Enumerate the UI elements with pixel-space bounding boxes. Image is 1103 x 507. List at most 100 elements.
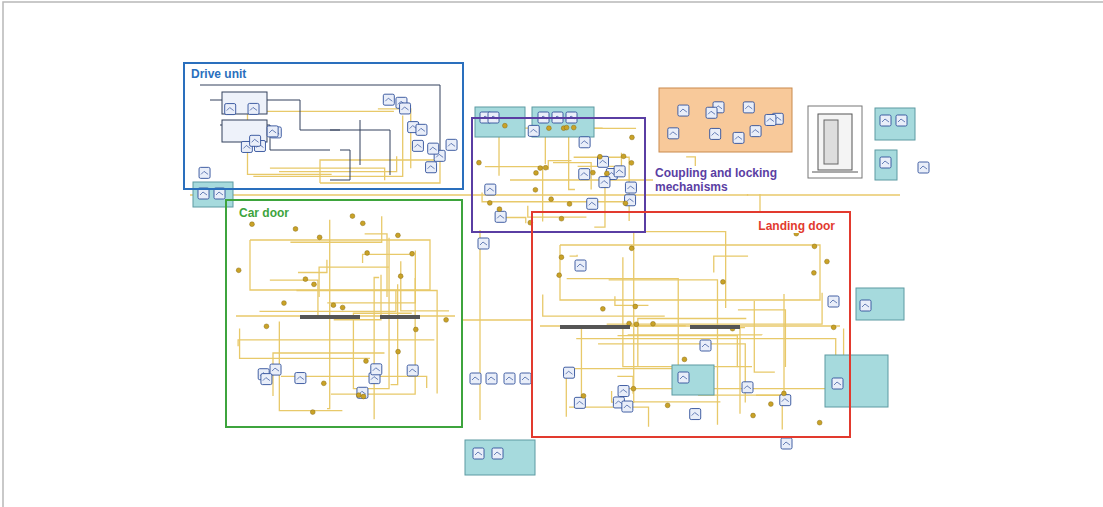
- model-block: [860, 300, 871, 311]
- connector-port: [477, 160, 482, 165]
- drive-schematic: [200, 85, 440, 180]
- model-block: [880, 115, 891, 126]
- connector-port: [361, 394, 366, 399]
- signal-wire: [560, 245, 820, 300]
- connector-port: [356, 393, 361, 398]
- connector-port: [250, 222, 255, 227]
- connector-port: [634, 322, 639, 327]
- signal-wire: [740, 328, 745, 414]
- connector-port: [398, 274, 403, 279]
- model-block: [742, 382, 753, 393]
- connector-port: [633, 304, 638, 309]
- connector-port: [533, 187, 538, 192]
- signal-wire: [618, 336, 738, 367]
- connector-port: [312, 282, 317, 287]
- connector-port: [831, 325, 836, 330]
- model-block: [575, 260, 586, 271]
- signal-wire: [401, 261, 449, 311]
- connector-port: [629, 246, 634, 251]
- model-block: [261, 374, 272, 385]
- signal-wire: [569, 134, 575, 190]
- signal-wire: [353, 313, 411, 389]
- connector-port: [629, 160, 634, 165]
- connector-port: [549, 197, 554, 202]
- sub-panel: [856, 288, 904, 320]
- signal-wire: [190, 194, 900, 195]
- model-block: [564, 367, 575, 378]
- connector-port: [331, 303, 336, 308]
- region-box: Coupling and locking mechanisms: [471, 117, 646, 233]
- frame-line: [3, 2, 1103, 507]
- signal-wire: [391, 284, 398, 384]
- model-block: [528, 125, 539, 136]
- model-block: [492, 448, 503, 459]
- model-block: [426, 162, 437, 173]
- signal-wire: [578, 153, 622, 167]
- model-block: [357, 387, 368, 398]
- connector-port: [497, 207, 502, 212]
- wires: [190, 98, 900, 429]
- model-block: [828, 296, 839, 307]
- model-block: [579, 137, 590, 148]
- connector-port: [623, 201, 628, 206]
- model-block: [706, 107, 717, 118]
- model-block: [743, 102, 754, 113]
- model-block: [710, 128, 721, 139]
- connector-port: [665, 403, 670, 408]
- model-block: [918, 162, 929, 173]
- model-block: [574, 397, 585, 408]
- connector-port: [264, 324, 269, 329]
- model-block: [599, 177, 610, 188]
- model-block: [470, 373, 481, 384]
- region-title: Coupling and locking mechanisms: [653, 166, 807, 194]
- connector-port: [651, 321, 656, 326]
- model-block: [295, 373, 306, 384]
- signal-wire: [238, 340, 434, 346]
- signal-wire: [628, 334, 762, 336]
- region-title: Landing door: [756, 219, 837, 233]
- rail-element: [690, 325, 740, 329]
- connector-port: [396, 349, 401, 354]
- model-block: [781, 438, 792, 449]
- model-block: [446, 139, 457, 150]
- region-box: Drive unit: [183, 62, 464, 190]
- connector-port: [282, 301, 287, 306]
- connector-port: [321, 381, 326, 386]
- signal-wire: [506, 218, 526, 224]
- region-title: Drive unit: [189, 67, 248, 81]
- sub-panel: [465, 440, 535, 475]
- connector-port: [581, 393, 586, 398]
- signal-wire: [543, 295, 665, 317]
- connector-port: [782, 391, 787, 396]
- connector-port: [591, 170, 596, 175]
- door-icon: [808, 106, 862, 178]
- connector-port: [817, 420, 822, 425]
- connector-port: [396, 233, 401, 238]
- model-block: [250, 135, 261, 146]
- connector-port: [236, 268, 241, 273]
- model-block: [700, 340, 711, 351]
- model-block: [400, 103, 411, 114]
- connector-port: [534, 171, 539, 176]
- region-title: Car door: [237, 206, 291, 220]
- model-block: [486, 373, 497, 384]
- connector-port: [631, 386, 636, 391]
- model-block: [690, 409, 701, 420]
- signal-wire: [298, 260, 327, 273]
- connector-port: [303, 277, 308, 282]
- signal-wire: [327, 250, 415, 302]
- sub-panel: [475, 107, 525, 137]
- connector-port: [543, 165, 548, 170]
- connector-port: [598, 154, 603, 159]
- signal-wire: [607, 293, 822, 324]
- model-block: [832, 378, 843, 389]
- connector-port: [721, 279, 726, 284]
- signal-wire: [331, 278, 415, 394]
- connector-port: [365, 251, 370, 256]
- connector-port: [600, 306, 605, 311]
- model-block: [668, 128, 679, 139]
- region-box: Landing door: [531, 211, 851, 438]
- model-block: [733, 132, 744, 143]
- connector-port: [564, 125, 569, 130]
- model-block: [765, 114, 776, 125]
